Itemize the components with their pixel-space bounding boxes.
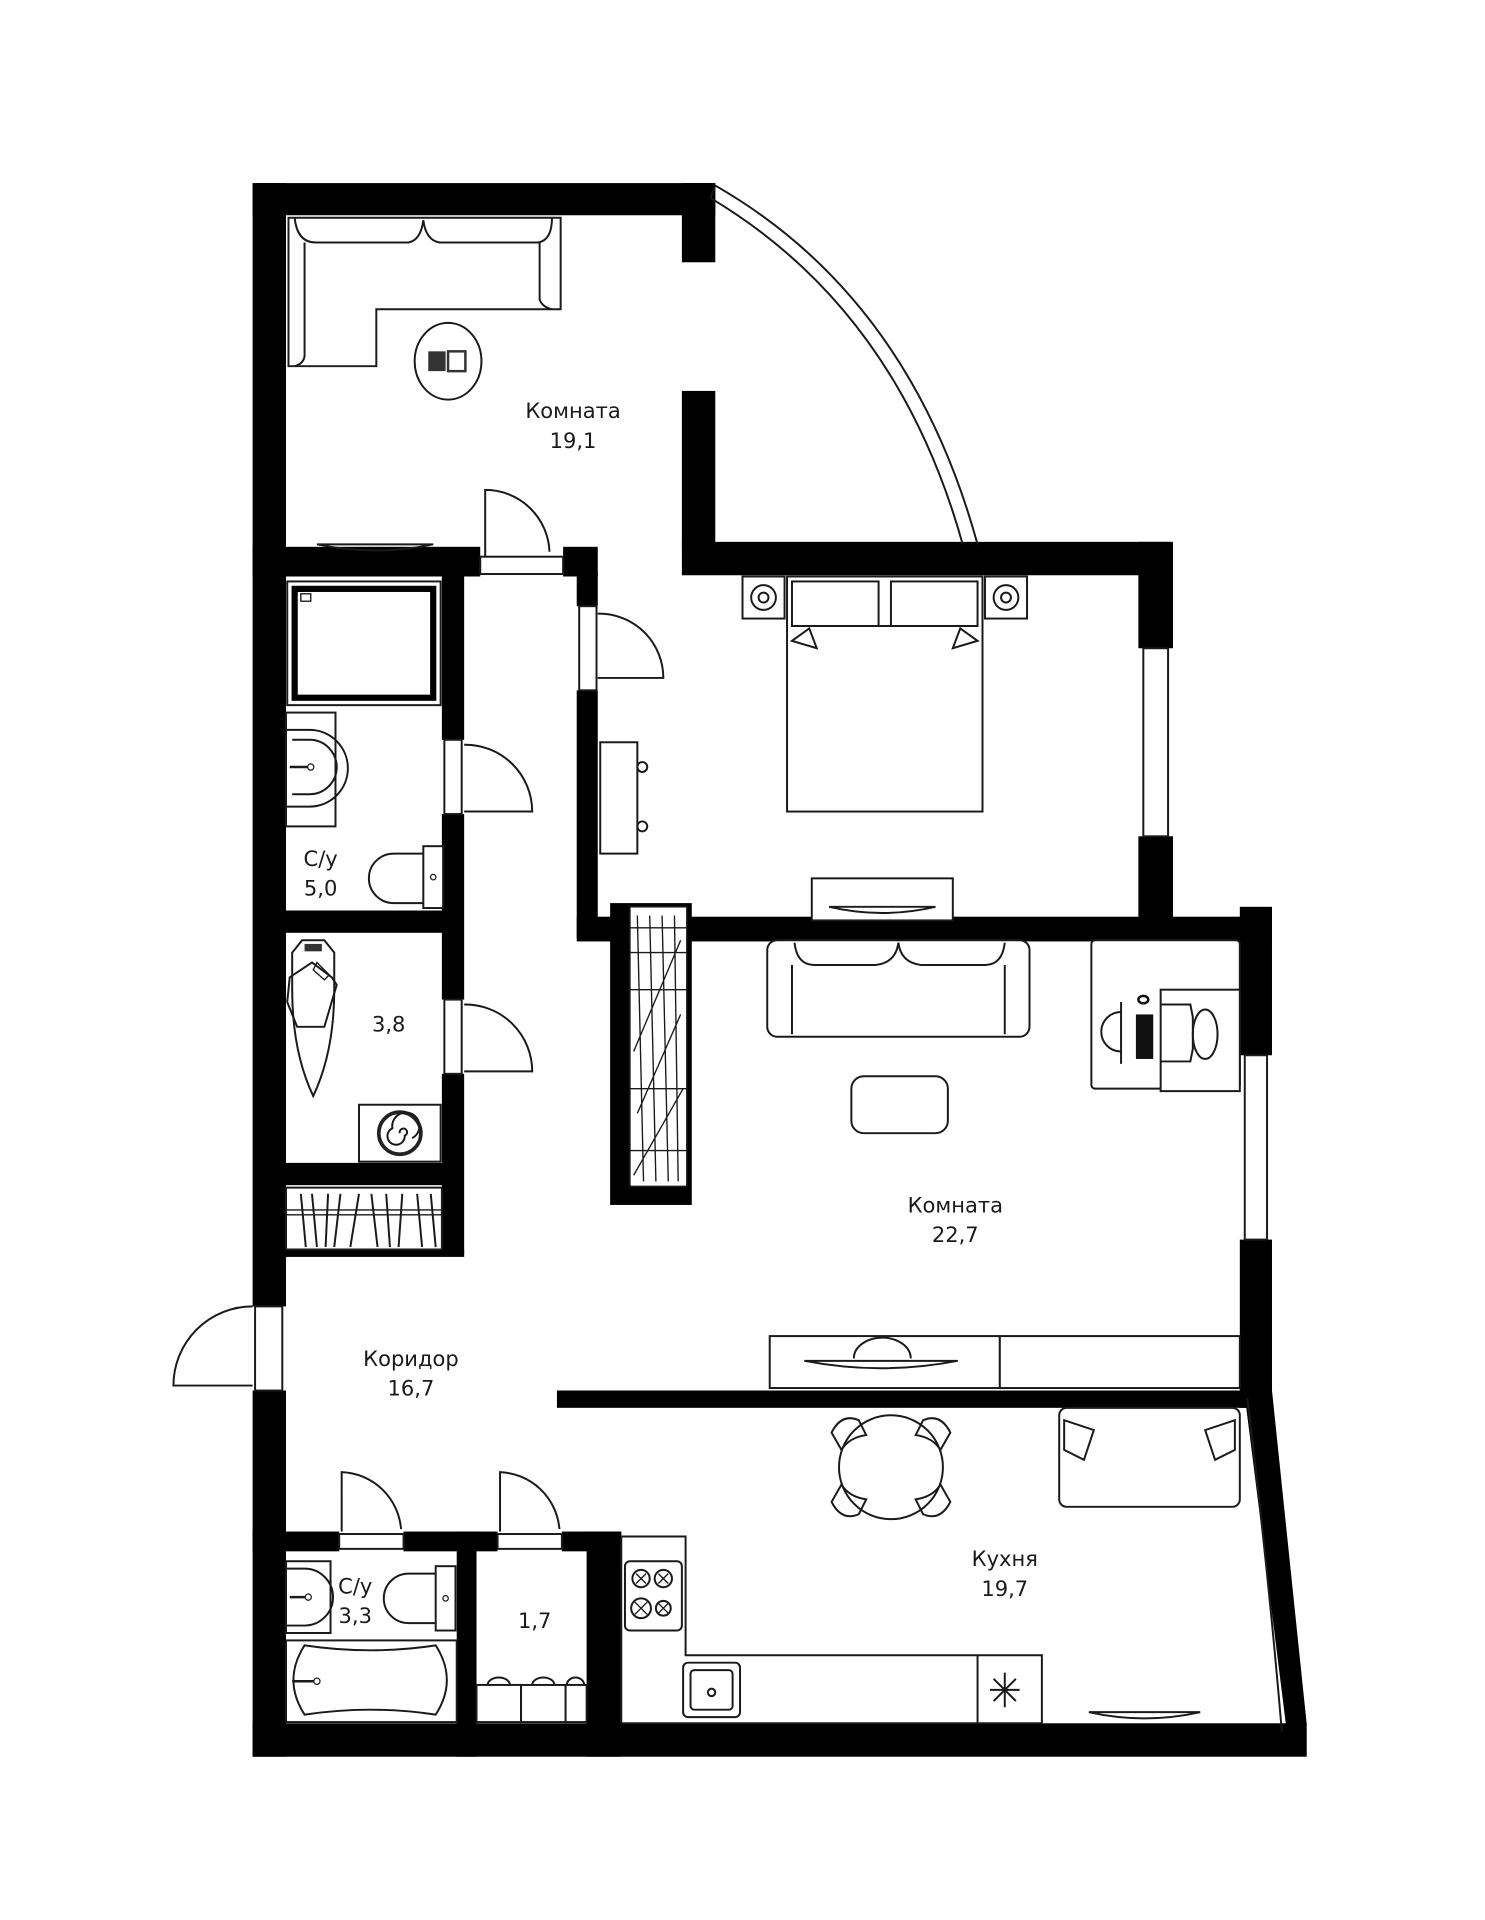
walls [252, 183, 1307, 1757]
desk-icon [1090, 939, 1241, 1093]
room-1-name: Комната [525, 398, 620, 423]
tv-stand-icon [810, 877, 954, 922]
radiator-kitchen-icon [1088, 1711, 1201, 1720]
kitchen-sofa-icon [1058, 1406, 1241, 1508]
room-2-area: 22,7 [932, 1222, 979, 1247]
corridor-name: Коридор [363, 1346, 459, 1371]
bathroom-1-area: 5,0 [304, 876, 337, 901]
kitchen-area: 19,7 [981, 1576, 1028, 1601]
storage-shelves-icon [475, 1676, 588, 1724]
wardrobe-1 [629, 915, 687, 1182]
dining-table-icon [830, 1414, 952, 1521]
bathroom-1-name: С/у [304, 846, 338, 871]
wardrobe-2 [285, 1186, 443, 1251]
coffee-table-2-icon [850, 1075, 949, 1135]
toilet-icon [367, 845, 445, 910]
bay-window-kitchen [1246, 1397, 1283, 1733]
kitchen-sink-icon [682, 1661, 742, 1719]
sink-icon [285, 711, 349, 828]
windows [1142, 647, 1269, 1241]
sofa-icon [766, 939, 1031, 1038]
bathroom-2-area: 3,3 [339, 1603, 372, 1628]
tv-cabinet-icon [768, 1335, 1241, 1390]
double-bed-icon [786, 575, 984, 813]
room-labels: Комната 19,1 С/у 5,0 3,8 Комната 22,7 Ко… [304, 398, 1038, 1633]
kitchen-name: Кухня [972, 1546, 1038, 1571]
bathroom-2-name: С/у [338, 1573, 372, 1598]
nightstand-left-icon [741, 575, 786, 620]
corner-sofa-icon [287, 216, 562, 368]
bay-window-room1 [709, 184, 979, 545]
bathtub-icon [285, 1639, 458, 1724]
doors [172, 488, 665, 1550]
corridor-area: 16,7 [388, 1375, 435, 1400]
stove-icon [623, 1560, 683, 1632]
nightstand-right-icon [983, 575, 1029, 620]
room-2-name: Комната [908, 1192, 1003, 1217]
fan-icon [989, 1672, 1020, 1708]
ironing-board-icon [286, 939, 338, 1099]
washing-machine-icon [358, 1103, 442, 1163]
laundry-area: 3,8 [372, 1012, 405, 1037]
coffee-table-icon [413, 321, 483, 401]
toilet-2-icon [382, 1565, 457, 1632]
kitchen-counter [620, 1535, 1043, 1725]
dresser-icon [599, 741, 649, 855]
shower-icon [286, 580, 442, 707]
storage-area: 1,7 [518, 1608, 551, 1633]
room-1-area: 19,1 [550, 428, 597, 453]
radiator-icon [316, 543, 434, 552]
sink-2-icon [285, 1560, 334, 1634]
